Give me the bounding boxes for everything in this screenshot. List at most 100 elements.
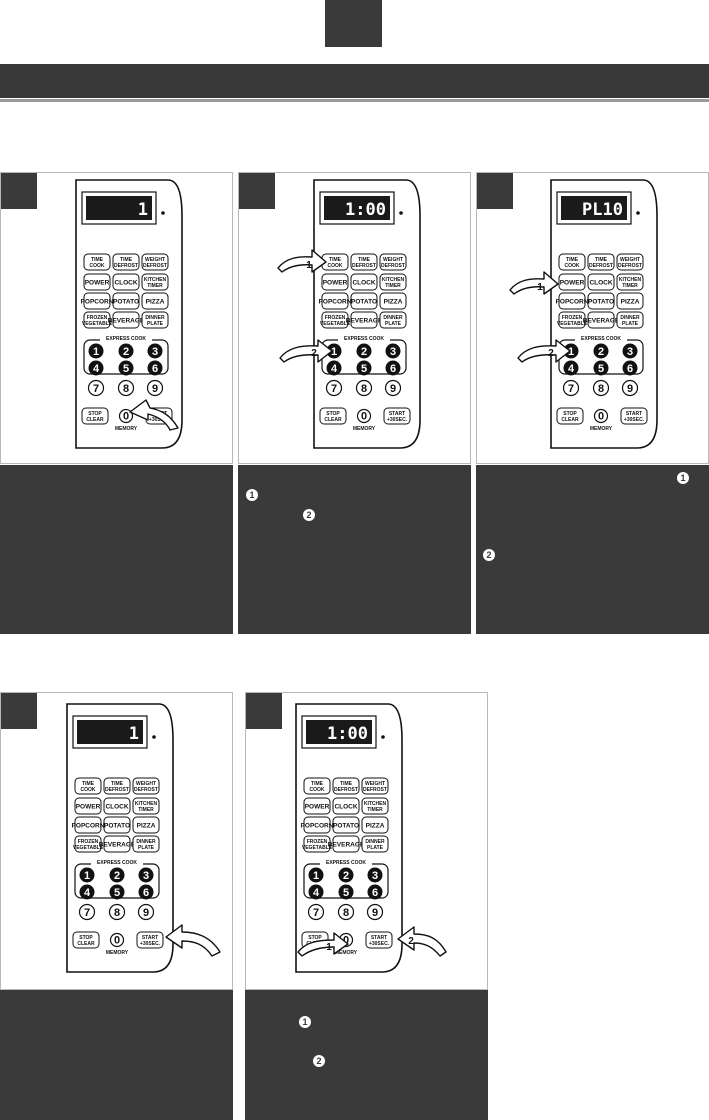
weight-defrost-button-label: WEIGHT xyxy=(383,257,403,263)
weight-defrost-button-label: DEFROST xyxy=(134,787,158,793)
time-defrost-button xyxy=(587,253,615,271)
weight-defrost-button xyxy=(132,777,160,795)
express-cook-label-bg xyxy=(338,334,390,342)
frozen-vegetable-button-label: VEGETABLE xyxy=(73,845,104,851)
kitchen-timer-button-label: TIMER xyxy=(138,807,154,813)
dinner-plate-button-label: PLATE xyxy=(367,845,384,851)
step-description-3 xyxy=(476,465,709,634)
express-n5-button xyxy=(356,360,372,376)
dinner-plate-button xyxy=(361,835,389,853)
display-readout: PL10 xyxy=(582,200,623,220)
potato-button xyxy=(587,292,615,310)
step-marker-2: 2 xyxy=(313,1055,325,1067)
pizza-button xyxy=(361,816,389,834)
dinner-plate-button-label: DINNER xyxy=(383,315,403,321)
number-0-label: 0 xyxy=(361,411,367,423)
time-defrost-button-label: DEFROST xyxy=(334,787,358,793)
kitchen-timer-button-label: TIMER xyxy=(147,283,163,289)
time-defrost-button-label: DEFROST xyxy=(352,263,376,269)
time-defrost-button-label: TIME xyxy=(111,781,124,787)
express-n3-button xyxy=(622,343,638,359)
express-n5-button xyxy=(118,360,134,376)
indicator-dot xyxy=(636,211,640,215)
number-n8-label: 8 xyxy=(598,383,604,395)
kitchen-timer-button-label: KITCHEN xyxy=(382,277,405,283)
time-cook-button-label: COOK xyxy=(310,787,325,793)
beverage-button-label: BEVERAGE xyxy=(328,841,365,848)
popcorn-button xyxy=(321,292,349,310)
beverage-button xyxy=(332,835,360,853)
stop-clear-button xyxy=(72,931,100,949)
start-button-label: START xyxy=(626,411,642,417)
time-defrost-button-label: TIME xyxy=(340,781,353,787)
number-n9-button xyxy=(621,379,639,397)
number-0-button xyxy=(109,932,125,948)
time-cook-button-label: COOK xyxy=(565,263,580,269)
clock-button-label: CLOCK xyxy=(589,279,612,286)
power-button xyxy=(74,797,102,815)
potato-button-label: POTATO xyxy=(351,298,377,305)
section-title-bar xyxy=(0,64,709,98)
dinner-plate-button-label: DINNER xyxy=(136,839,156,845)
start-button-label: START xyxy=(142,935,158,941)
express-n3-button xyxy=(138,867,154,883)
memory-label: MEMORY xyxy=(106,950,129,956)
frozen-vegetable-button-label: FROZEN xyxy=(325,315,346,321)
power-button xyxy=(303,797,331,815)
display-screen xyxy=(86,196,152,220)
dinner-plate-button-label: DINNER xyxy=(365,839,385,845)
stop-clear-button-label: CLEAR xyxy=(561,417,579,423)
power-button-label: POWER xyxy=(560,279,585,286)
number-n7-label: 7 xyxy=(568,383,574,395)
title-underline xyxy=(0,99,709,102)
kitchen-timer-button-label: KITCHEN xyxy=(144,277,167,283)
start-button-label: +30SEC. xyxy=(624,417,645,423)
time-defrost-button-label: DEFROST xyxy=(114,263,138,269)
memory-label: MEMORY xyxy=(335,950,358,956)
express-n6-button xyxy=(367,884,383,900)
number-n8-button xyxy=(337,903,355,921)
display-readout: 1:00 xyxy=(327,724,368,744)
number-n8-label: 8 xyxy=(123,383,129,395)
potato-button xyxy=(103,816,131,834)
frozen-vegetable-button-label: FROZEN xyxy=(87,315,108,321)
control-panel-3: PL10TIMECOOKTIMEDEFROSTWEIGHTDEFROSTPOWE… xyxy=(550,179,658,449)
express-n2-label: 2 xyxy=(123,346,129,358)
popcorn-button xyxy=(74,816,102,834)
express-n3-label: 3 xyxy=(390,346,396,358)
display-readout: 1 xyxy=(138,200,148,220)
time-defrost-button-label: TIME xyxy=(120,257,133,263)
pizza-button-label: PIZZA xyxy=(146,298,165,305)
express-n3-label: 3 xyxy=(143,870,149,882)
number-n9-button xyxy=(384,379,402,397)
frozen-vegetable-button-label: VEGETABLE xyxy=(302,845,333,851)
express-cook-label: EXPRESS COOK xyxy=(326,860,366,866)
beverage-button xyxy=(103,835,131,853)
number-n7-button xyxy=(325,379,343,397)
express-n6-button xyxy=(385,360,401,376)
dinner-plate-button-label: PLATE xyxy=(147,321,164,327)
express-n5-button xyxy=(593,360,609,376)
page-number-tab xyxy=(325,0,382,47)
popcorn-button-label: POPCORN xyxy=(301,822,334,829)
number-n9-label: 9 xyxy=(627,383,633,395)
frozen-vegetable-button-label: VEGETABLE xyxy=(82,321,113,327)
step-marker-2: 2 xyxy=(483,549,495,561)
weight-defrost-button xyxy=(361,777,389,795)
step-marker-1: 1 xyxy=(246,489,258,501)
power-button xyxy=(83,273,111,291)
express-cook-label: EXPRESS COOK xyxy=(581,336,621,342)
express-n6-label: 6 xyxy=(627,363,633,375)
stop-clear-button xyxy=(81,407,109,425)
frozen-vegetable-button xyxy=(558,311,586,329)
number-n8-button xyxy=(592,379,610,397)
start-button-label: +30SEC. xyxy=(149,417,170,423)
express-n1-button xyxy=(79,867,95,883)
start-button-label: +30SEC. xyxy=(387,417,408,423)
time-cook-button xyxy=(558,253,586,271)
clock-button xyxy=(332,797,360,815)
express-n4-label: 4 xyxy=(84,887,91,899)
express-cook-label: EXPRESS COOK xyxy=(106,336,146,342)
express-n2-button xyxy=(109,867,125,883)
express-n2-label: 2 xyxy=(343,870,349,882)
